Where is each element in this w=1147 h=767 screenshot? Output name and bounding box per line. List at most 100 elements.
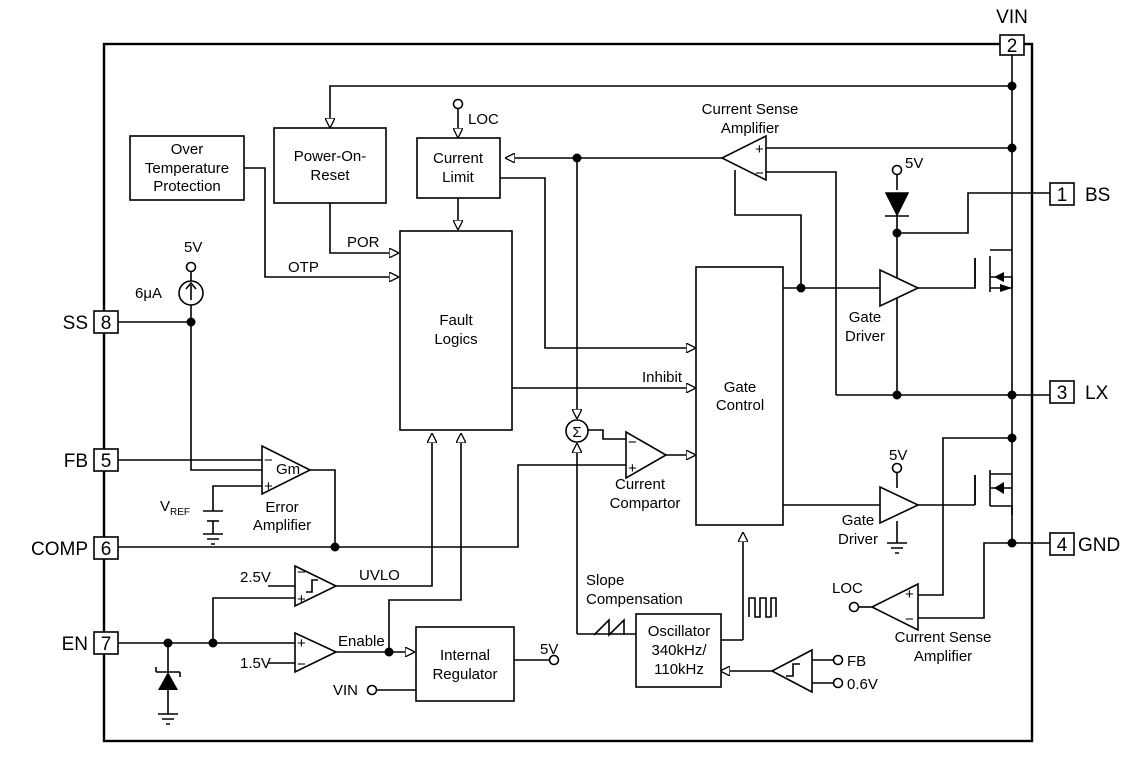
inhibit-label: Inhibit (642, 369, 683, 386)
pin-bs-number: 1 (1057, 185, 1068, 206)
zener-diode-icon (155, 667, 181, 690)
otp-block-line1: Over (171, 141, 204, 158)
uvlo-plus: + (297, 591, 306, 608)
error-amp-minus: − (264, 452, 273, 469)
gate-driver-bottom-icon (879, 485, 920, 525)
terminal-icon (832, 654, 844, 666)
gate-control-line2: Control (716, 397, 764, 414)
current-sense-top-label-2: Amplifier (721, 120, 779, 137)
fb-osc-label: FB (847, 653, 866, 670)
gate-driver-top-line1: Gate (849, 309, 882, 326)
comparator-plus: + (628, 460, 637, 477)
five-v-driver-label: 5V (889, 447, 907, 464)
pin-comp-box (93, 536, 119, 560)
five-v-reg-label: 5V (540, 641, 558, 658)
current-limit-block (416, 137, 501, 199)
slope-label-2: Compensation (586, 591, 683, 608)
power-on-reset-block (273, 127, 387, 204)
minus-sign: − (755, 165, 764, 182)
six-ua-label: 6μA (135, 285, 162, 302)
comparator-minus: − (628, 434, 637, 451)
cs-bottom-plus: + (905, 586, 914, 603)
oscillator-line1: Oscillator (648, 623, 711, 640)
pin-gnd-name: GND (1078, 535, 1120, 556)
pin-fb-name: FB (64, 451, 88, 472)
pin-fb-number: 5 (101, 451, 112, 472)
otp-block-line2: Temperature (145, 160, 229, 177)
gate-control-block (695, 266, 784, 526)
vref-subscript: REF (170, 507, 190, 518)
plus-sign: + (755, 141, 764, 158)
current-sense-amp-top-icon (720, 134, 767, 182)
fault-logics-line1: Fault (439, 312, 473, 329)
uvlo-comparator-icon (294, 564, 338, 608)
v2-5-label: 2.5V (240, 569, 271, 586)
pulse-train-icon (748, 597, 777, 618)
current-sense-bottom-label-1: Current Sense (895, 629, 992, 646)
hysteresis-icon (306, 579, 318, 593)
current-limit-line1: Current (433, 150, 484, 167)
otp-block-line3: Protection (153, 178, 221, 195)
loc-terminal-icon (452, 98, 464, 110)
current-sense-top-label-1: Current Sense (702, 101, 799, 118)
pin-ss-number: 8 (101, 313, 112, 334)
v1-5-label: 1.5V (240, 655, 271, 672)
pin-vin-box (999, 34, 1025, 56)
enable-comparator-icon (294, 631, 338, 674)
pin-vin-name: VIN (996, 7, 1028, 28)
current-source-icon (178, 280, 204, 306)
over-temperature-protection-block (129, 135, 245, 201)
oscillator-block (635, 613, 722, 688)
por-signal-label: POR (347, 234, 380, 251)
v0-6-label: 0.6V (847, 676, 878, 693)
regulator-line1: Internal (440, 647, 490, 664)
pin-lx-name: LX (1085, 383, 1109, 404)
terminal-icon (366, 684, 378, 696)
pin-gnd-number: 4 (1057, 535, 1068, 556)
pin-comp-name: COMP (31, 539, 88, 560)
gate-driver-bottom-line1: Gate (842, 512, 875, 529)
terminal-icon (185, 261, 197, 273)
pin-en-name: EN (62, 634, 88, 655)
regulator-line2: Regulator (432, 666, 497, 683)
pin-bs-box (1049, 182, 1075, 206)
gate-driver-top-icon (879, 268, 920, 308)
fault-logics-block (399, 230, 513, 431)
fb-comparator-icon (770, 648, 813, 694)
junction-dots (163, 81, 1017, 657)
terminal-icon (891, 462, 903, 474)
gate-control-line1: Gate (724, 379, 757, 396)
current-comparator-line2: Compartor (610, 495, 681, 512)
pin-lx-box (1049, 380, 1075, 404)
hysteresis-icon (786, 663, 800, 677)
terminal-icon (548, 654, 560, 666)
vref-label: VREF (160, 498, 190, 518)
current-comparator-icon (625, 430, 668, 480)
summing-node-icon: Σ (565, 419, 589, 443)
svg-text:Σ: Σ (572, 424, 581, 441)
terminal-icon (832, 677, 844, 689)
cs-bottom-minus: − (905, 611, 914, 628)
pin-vin-number: 2 (1007, 36, 1018, 57)
ground-icon (887, 542, 907, 554)
loc-terminal-icon (848, 601, 860, 613)
pin-fb-box (93, 448, 119, 472)
five-v-bs-label: 5V (905, 155, 923, 172)
ground-icon (158, 713, 178, 725)
pin-en-box (93, 631, 119, 655)
por-block-line1: Power-On- (294, 148, 367, 165)
low-side-mosfet-icon (974, 475, 1012, 505)
por-block-line2: Reset (310, 167, 350, 184)
error-amp-plus: + (264, 478, 273, 495)
current-sense-bottom-label-2: Amplifier (914, 648, 972, 665)
otp-signal-label: OTP (288, 259, 319, 276)
vref-source-icon (203, 510, 223, 522)
fault-logics-line2: Logics (434, 331, 477, 348)
enable-minus: − (297, 656, 306, 673)
pin-lx-number: 3 (1057, 383, 1068, 404)
error-amp-label-2: Amplifier (253, 517, 311, 534)
pin-en-number: 7 (101, 634, 112, 655)
current-limit-line2: Limit (442, 169, 475, 186)
terminal-icon (891, 164, 903, 176)
chip-outline (102, 42, 1034, 743)
